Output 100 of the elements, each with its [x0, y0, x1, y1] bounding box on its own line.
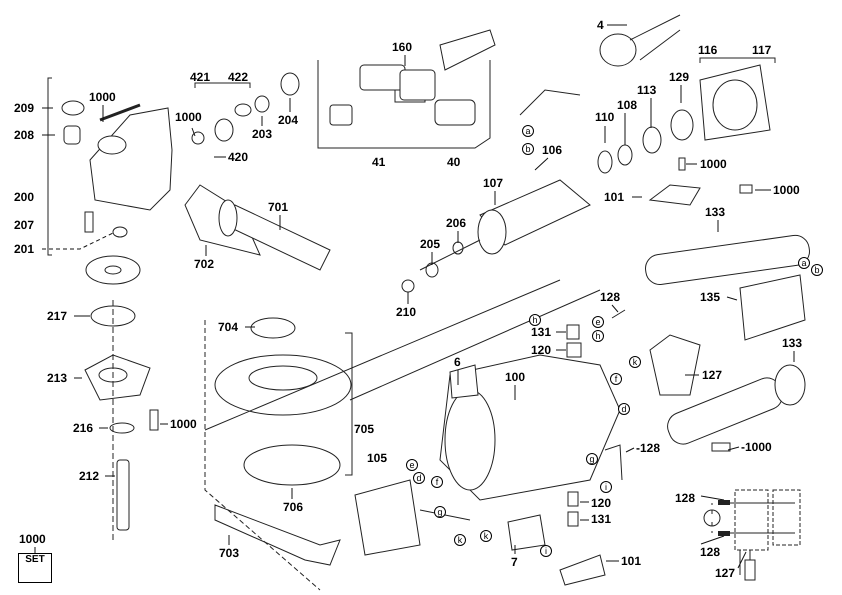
callout-number: 128	[675, 491, 696, 505]
callout-number: 4	[597, 18, 604, 32]
leader-line	[228, 534, 230, 546]
callout-number: 107	[483, 176, 504, 190]
inductor-symbol	[718, 500, 730, 505]
set-symbol-box: SET	[18, 553, 52, 583]
callout-number: 101	[621, 554, 642, 568]
callout-number: 421	[190, 70, 210, 84]
callout-number: 113	[637, 83, 656, 97]
callout-number: 106	[542, 143, 562, 157]
leader-line	[700, 536, 724, 544]
leader-line	[534, 158, 548, 170]
leader-line	[102, 104, 104, 122]
leader-line	[626, 448, 634, 452]
callout-number: 204	[278, 113, 298, 127]
callout-number: 131	[531, 325, 552, 339]
wire-connection-letter: b	[522, 143, 534, 155]
callout-number: 210	[396, 305, 416, 319]
callout-number: 41	[372, 155, 386, 169]
leader-line	[514, 544, 516, 554]
leader-line	[42, 232, 114, 250]
callout-number: 422	[228, 70, 248, 84]
wire-connection-letter: k	[454, 534, 466, 546]
leader-line	[726, 296, 738, 300]
callout-number: 213	[47, 371, 68, 385]
wire-connection-letter: k	[480, 530, 492, 542]
callout-number: 706	[283, 500, 304, 514]
callout-number: 116	[698, 43, 718, 57]
wire-connection-letter: h	[592, 330, 604, 342]
leader-line	[700, 496, 724, 500]
callout-number: 127	[702, 368, 722, 382]
callout-number: 101	[604, 190, 624, 204]
callout-number: 110	[595, 110, 614, 124]
callout-number: 129	[669, 70, 690, 84]
callout-number: 200	[14, 190, 34, 204]
leader-line	[514, 384, 516, 400]
callout-number: 212	[79, 469, 100, 483]
callout-number: 705	[354, 422, 374, 436]
callout-number: 128	[600, 290, 620, 304]
leader-line	[494, 190, 496, 206]
callout-number: 127	[715, 566, 736, 580]
wire-connection-letter: g	[434, 506, 446, 518]
wire-connection-letter: d	[618, 403, 630, 415]
callout-number: 160	[392, 40, 412, 54]
callout-number: 40	[447, 155, 460, 169]
leader-line	[632, 196, 642, 198]
callout-number: 133	[782, 336, 802, 350]
callout-number: 701	[268, 200, 288, 214]
inductor-symbol	[718, 531, 730, 536]
wire-connection-letter: a	[798, 257, 810, 269]
callout-number: 133	[705, 205, 726, 219]
leader-line	[606, 24, 628, 26]
callout-number: 1000	[773, 183, 800, 197]
callout-number: 108	[617, 98, 638, 112]
leader-line	[214, 156, 226, 158]
wire-connection-letter: e	[406, 459, 418, 471]
callout-number: 1000	[89, 90, 116, 104]
leader-line	[680, 84, 682, 104]
leader-line	[624, 112, 626, 146]
callout-number: 216	[73, 421, 94, 435]
leader-line	[192, 128, 196, 136]
leader-line	[612, 304, 618, 312]
callout-number: 209	[14, 101, 34, 115]
callout-number: 206	[446, 216, 466, 230]
leader-line	[738, 552, 746, 568]
callout-number: 205	[420, 237, 440, 251]
callout-number: 117	[752, 43, 772, 57]
callout-number: 120	[531, 343, 552, 357]
callout-number: 128	[700, 545, 720, 559]
callout-number: 207	[14, 218, 34, 232]
leader-line	[42, 134, 56, 136]
callout-number: 203	[252, 127, 272, 141]
wire-connection-letter: a	[522, 125, 534, 137]
wire-connection-letter: k	[629, 356, 641, 368]
callout-number: 201	[14, 242, 34, 256]
wire-connection-letter: f	[431, 476, 443, 488]
callout-number: 704	[218, 320, 238, 334]
callout-number: 1000	[175, 110, 202, 124]
callout-number: 100	[505, 370, 526, 384]
callout-number: 7	[511, 555, 518, 569]
callout-number: 105	[367, 451, 388, 465]
callout-number: 420	[228, 150, 248, 164]
callout-number: 702	[194, 257, 214, 271]
wire-connection-letter: i	[540, 545, 552, 557]
callout-number: 1000	[170, 417, 197, 431]
wire-connection-letter: i	[600, 481, 612, 493]
leader-line	[684, 374, 700, 376]
leader-line	[650, 98, 652, 128]
callout-number: 1000	[19, 532, 46, 546]
wire-connection-letter: f	[610, 373, 622, 385]
callout-number: 217	[47, 309, 68, 323]
wire-connection-letter: b	[811, 264, 823, 276]
callout-number: 131	[591, 512, 612, 526]
leader-line	[606, 560, 620, 562]
wire-connection-letter: h	[529, 314, 541, 326]
leader-line	[728, 446, 740, 450]
callout-number: 703	[219, 546, 240, 560]
callout-number: 135	[700, 290, 720, 304]
callout-number: 6	[454, 355, 461, 369]
leader-line	[244, 326, 256, 328]
